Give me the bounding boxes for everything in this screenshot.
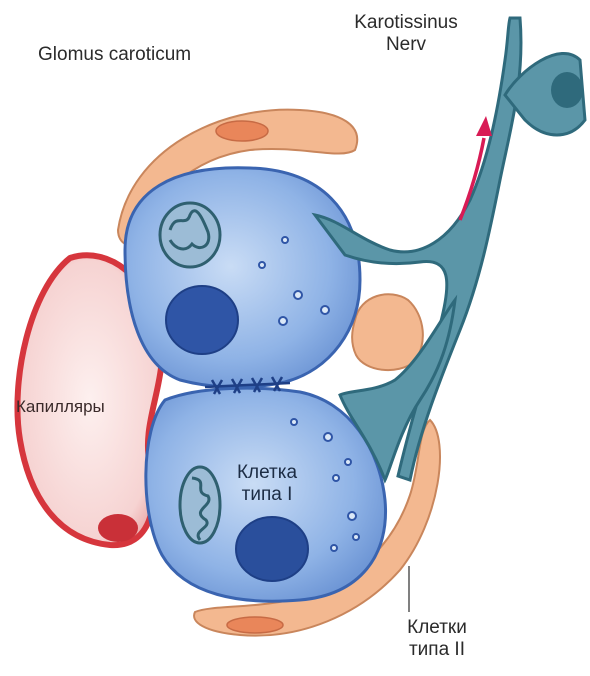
label-type1-line1: Клетка xyxy=(212,462,322,484)
label-type2-line2: типа II xyxy=(372,639,502,661)
label-capillary: Капилляры xyxy=(16,396,105,418)
carotid-sinus-nerve xyxy=(315,18,585,480)
type1-nucleus-lower xyxy=(236,517,308,581)
label-nerve-line1: Karotissinus xyxy=(316,12,496,34)
label-type1-cell: Клетка типа I xyxy=(212,462,322,506)
type2-nucleus-top xyxy=(216,121,268,141)
ganglion-cell-nucleus xyxy=(551,72,583,108)
type2-nucleus-bottom xyxy=(227,617,283,633)
label-type2-line1: Клетки xyxy=(372,617,502,639)
label-type2-cells: Клетки типа II xyxy=(372,617,502,661)
mitochondrion-upper xyxy=(160,203,220,267)
type2-cell-middle xyxy=(352,294,423,370)
label-carotid-sinus-nerve: Karotissinus Nerv xyxy=(316,12,496,56)
type1-cell-upper xyxy=(125,168,360,387)
diagram-title: Glomus caroticum xyxy=(38,44,191,66)
label-type1-line2: типа I xyxy=(212,484,322,506)
erythrocyte xyxy=(98,514,138,542)
type1-nucleus-upper xyxy=(166,286,238,354)
label-nerve-line2: Nerv xyxy=(316,34,496,56)
